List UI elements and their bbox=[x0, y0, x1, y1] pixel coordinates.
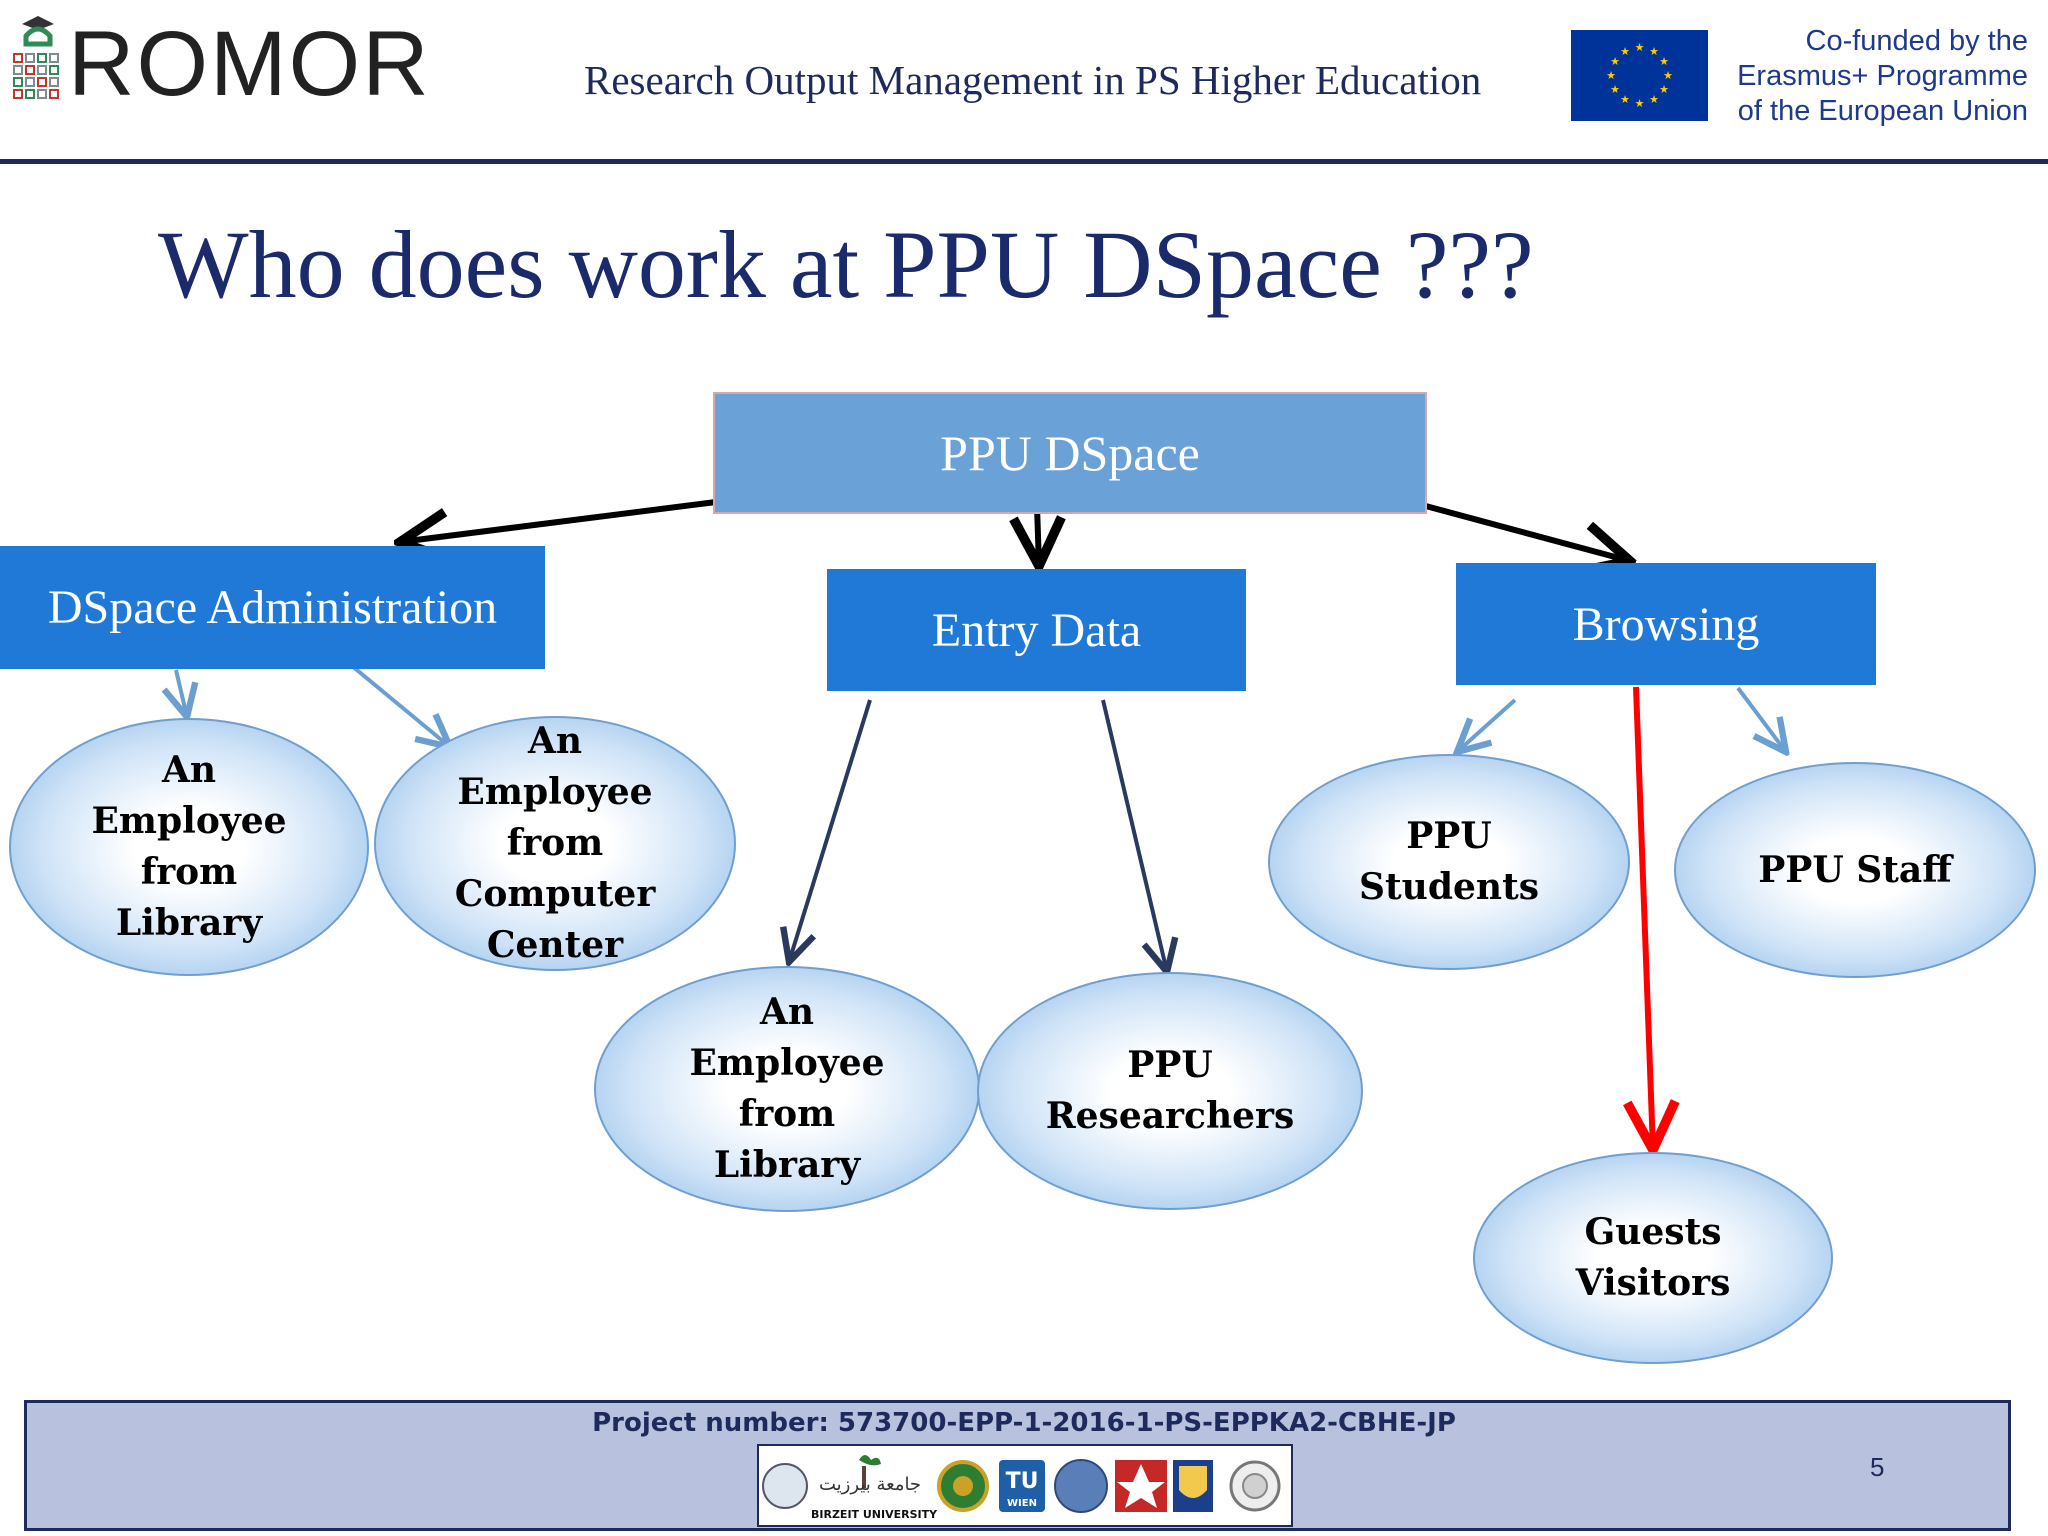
tree-icon bbox=[859, 1455, 881, 1466]
arrow-entry-to-researchers bbox=[1101, 699, 1167, 972]
svg-text:★: ★ bbox=[1649, 45, 1659, 58]
ellipse-guests-visitors: Guests Visitors bbox=[1473, 1152, 1833, 1364]
ellipse-ppu-researchers: PPU Researchers bbox=[977, 972, 1363, 1210]
arrow-browse-to-guests bbox=[1636, 686, 1653, 1150]
svg-text:WIEN: WIEN bbox=[1007, 1498, 1037, 1509]
arrow-admin-to-computer-center bbox=[344, 659, 450, 747]
header-title: Research Output Management in PS Higher … bbox=[584, 57, 1482, 103]
cofunded-line-2: Erasmus+ Programme bbox=[1737, 60, 2028, 92]
tu-wien-logo-icon bbox=[999, 1460, 1045, 1512]
eu-stars: ★★★ ★★★ ★★★ ★★★ bbox=[1606, 41, 1673, 110]
cofunded-text: Co-funded by the Erasmus+ Programme of t… bbox=[1718, 24, 2028, 129]
ellipse-ppu-staff: PPU Staff bbox=[1674, 762, 2036, 978]
category-box-browsing: Browsing bbox=[1456, 563, 1876, 685]
romor-logo-icon bbox=[13, 16, 59, 99]
svg-text:★: ★ bbox=[1620, 93, 1630, 106]
university-seal-blue-icon bbox=[1054, 1459, 1108, 1513]
category-box-entry-data: Entry Data bbox=[827, 569, 1246, 691]
romor-logo bbox=[8, 14, 68, 104]
svg-text:★: ★ bbox=[1663, 69, 1673, 82]
ellipse-ppu-students: PPU Students bbox=[1268, 754, 1630, 970]
logo-caption: BIRZEIT UNIVERSITY bbox=[811, 1508, 938, 1521]
cofunded-line-3: of the European Union bbox=[1737, 95, 2028, 127]
root-box-ppu-dspace: PPU DSpace bbox=[713, 392, 1427, 514]
svg-text:★: ★ bbox=[1659, 83, 1669, 96]
arrow-root-to-admin bbox=[400, 499, 717, 542]
arrow-browse-to-staff bbox=[1736, 686, 1786, 752]
arrow-entry-to-library bbox=[789, 699, 872, 962]
svg-text:★: ★ bbox=[1659, 55, 1669, 68]
cofunded-line-1: Co-funded by the bbox=[1805, 25, 2028, 57]
partner-logos-strip: جامعة بيرزيت BIRZEIT UNIVERSITY TU WIEN bbox=[757, 1444, 1293, 1527]
arrow-root-to-browse bbox=[1421, 502, 1630, 561]
university-seal-icon bbox=[762, 1463, 808, 1509]
romor-logo-text: ROMOR bbox=[68, 13, 431, 115]
eu-flag-icon: ★★★ ★★★ ★★★ ★★★ bbox=[1571, 30, 1708, 121]
svg-text:★: ★ bbox=[1610, 55, 1620, 68]
svg-text:★: ★ bbox=[1649, 93, 1659, 106]
arrow-browse-to-students bbox=[1457, 698, 1517, 752]
project-number: Project number: 573700-EPP-1-2016-1-PS-E… bbox=[592, 1408, 1456, 1438]
svg-text:★: ★ bbox=[1620, 45, 1630, 58]
partner-logos: جامعة بيرزيت BIRZEIT UNIVERSITY TU WIEN bbox=[762, 1455, 1281, 1521]
category-box-dspace-administration: DSpace Administration bbox=[0, 546, 545, 669]
svg-text:★: ★ bbox=[1606, 69, 1616, 82]
ellipse-admin-computer-center-employee: An Employee from Computer Center bbox=[374, 716, 736, 971]
slide-title: Who does work at PPU DSpace ??? bbox=[158, 211, 1534, 318]
header-divider bbox=[0, 159, 2048, 164]
svg-text:★: ★ bbox=[1610, 83, 1620, 96]
page-number: 5 bbox=[1870, 1452, 1885, 1482]
svg-text:جامعة بيرزيت: جامعة بيرزيت bbox=[819, 1474, 921, 1495]
svg-text:TU: TU bbox=[1006, 1469, 1039, 1494]
svg-text:★: ★ bbox=[1635, 97, 1645, 110]
svg-text:★: ★ bbox=[1635, 41, 1645, 54]
arrow-admin-to-library bbox=[176, 669, 187, 717]
ellipse-entry-library-employee: An Employee from Library bbox=[594, 966, 980, 1212]
arrow-root-to-entry bbox=[1037, 505, 1039, 566]
ellipse-admin-library-employee: An Employee from Library bbox=[9, 718, 369, 976]
